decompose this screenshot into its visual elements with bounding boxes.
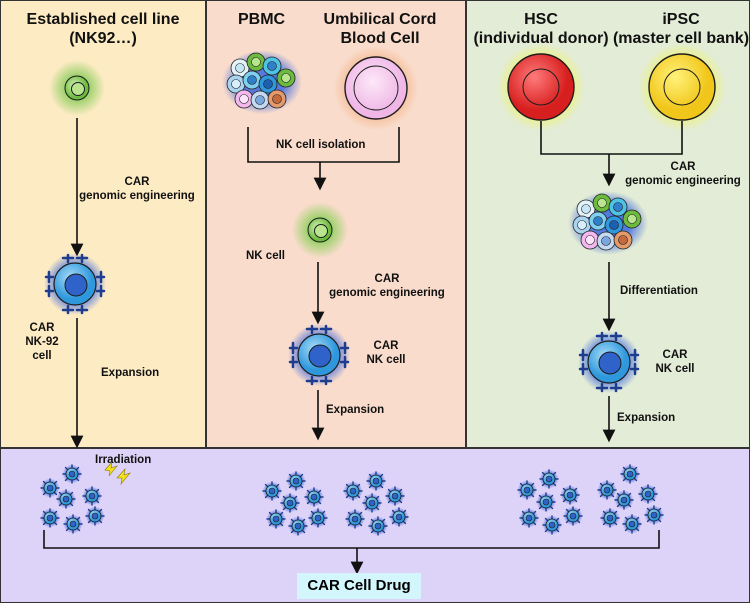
label-differentiation: Differentiation — [620, 285, 698, 297]
ipsc-icon — [638, 43, 726, 131]
hsc-icon — [497, 43, 585, 131]
label-car-nk-blood-line2: NK cell — [366, 354, 406, 366]
label-car-nk-stem-line1: CAR — [662, 349, 688, 361]
label-car-nk-blood-line1: CAR — [373, 340, 399, 352]
label-car-nk92-line1: CAR — [29, 322, 55, 334]
label-car-nk92-cell: CAR NK-92 cell — [22, 321, 62, 363]
pbmc-cluster-icon — [221, 49, 303, 115]
nk-cell-icon — [48, 59, 106, 117]
label-ipsc: iPSC (master cell bank) — [612, 10, 750, 48]
label-ipsc-line2: (master cell bank) — [612, 30, 750, 47]
label-hsc-line2: (individual donor) — [473, 30, 609, 47]
differentiated-cluster-icon — [567, 190, 649, 256]
label-ucb-line1: Umbilical Cord — [323, 11, 437, 28]
car-nk-cell-icon — [42, 251, 108, 317]
label-irradiation: Irradiation — [95, 454, 152, 466]
label-car-nk-stem-line2: NK cell — [655, 363, 695, 375]
car-nk-cell-icon — [576, 329, 642, 395]
label-engineering-1-line1: CAR — [124, 176, 150, 188]
label-expansion-2: Expansion — [326, 404, 385, 416]
title-established-line1: Established cell line — [26, 11, 180, 28]
label-engineering-1-line2: genomic engineering — [79, 190, 195, 202]
expanded-cluster-ipsc — [596, 463, 665, 535]
label-engineering-3: CAR genomic engineering — [618, 160, 748, 188]
label-car-nk92-line3: cell — [32, 350, 52, 362]
expanded-cluster-pbmc — [261, 470, 329, 537]
label-engineering-3-line2: genomic engineering — [625, 175, 741, 187]
label-car-nk-cell-stem: CAR NK cell — [645, 348, 705, 376]
label-ucb-line2: Blood Cell — [340, 30, 420, 47]
car-cell-drug-box: CAR Cell Drug — [297, 573, 421, 599]
label-engineering-2-line1: CAR — [374, 273, 400, 285]
nk-cell-icon — [291, 201, 349, 259]
ucb-cell-icon — [334, 46, 418, 130]
label-engineering-1: CAR genomic engineering — [72, 175, 202, 203]
label-car-nk-cell-blood: CAR NK cell — [356, 339, 416, 367]
lightning-icon — [104, 461, 131, 486]
label-ipsc-line1: iPSC — [662, 11, 700, 28]
label-car-nk92-line2: NK-92 — [25, 336, 59, 348]
label-nk-cell: NK cell — [246, 250, 285, 262]
label-expansion-1: Expansion — [101, 367, 160, 379]
merge-bracket-drug — [43, 530, 660, 549]
label-pbmc: PBMC — [238, 11, 286, 28]
label-engineering-2: CAR genomic engineering — [322, 272, 452, 300]
expanded-cluster-ucb — [342, 470, 410, 537]
title-established: Established cell line (NK92…) — [0, 10, 206, 48]
expanded-cluster-hsc — [516, 468, 584, 536]
label-nk-isolation: NK cell isolation — [276, 139, 366, 151]
panel-established-cell-line — [0, 0, 206, 448]
merge-bracket-stem — [540, 121, 683, 155]
car-nk-cell-icon — [286, 322, 352, 388]
label-hsc: HSC (individual donor) — [466, 10, 616, 48]
label-expansion-3: Expansion — [617, 412, 676, 424]
label-engineering-2-line2: genomic engineering — [329, 287, 445, 299]
expanded-cluster-established — [39, 463, 106, 535]
label-hsc-line1: HSC — [524, 11, 558, 28]
label-engineering-3-line1: CAR — [670, 161, 696, 173]
title-established-line2: (NK92…) — [69, 30, 137, 47]
merge-bracket-blood — [247, 127, 400, 163]
label-ucb: Umbilical Cord Blood Cell — [318, 10, 442, 48]
